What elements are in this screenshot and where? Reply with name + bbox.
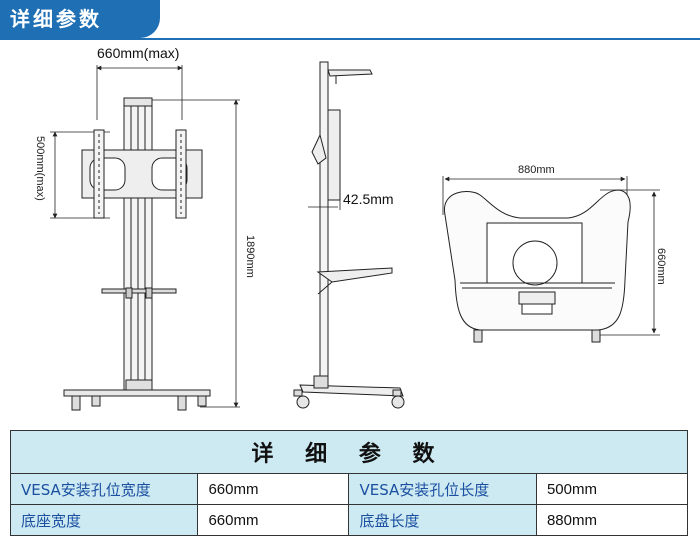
section-title-tab: 详细参数 xyxy=(0,0,160,38)
top-view xyxy=(442,176,660,343)
top-depth-label: 660mm xyxy=(655,248,667,285)
spec-value: 500mm xyxy=(535,473,689,505)
spec-label: 底座宽度 xyxy=(9,504,199,536)
spec-value: 660mm xyxy=(197,473,350,505)
spec-label: 底盘长度 xyxy=(348,504,537,536)
spec-table: 详 细 参 数 VESA安装孔位宽度 660mm VESA安装孔位长度 500m… xyxy=(9,430,689,536)
table-row: VESA安装孔位宽度 660mm VESA安装孔位长度 500mm xyxy=(9,473,689,505)
side-view xyxy=(293,61,405,409)
header-divider xyxy=(0,38,700,40)
front-hole-label: 500mm(max) xyxy=(34,136,46,201)
table-row: 底座宽度 660mm 底盘长度 880mm xyxy=(9,504,689,536)
spec-label: VESA安装孔位长度 xyxy=(348,473,537,505)
spec-value: 880mm xyxy=(535,504,689,536)
front-height-label: 1890mm xyxy=(244,235,256,278)
front-view xyxy=(50,65,240,411)
spec-label: VESA安装孔位宽度 xyxy=(9,473,199,505)
spec-table-title: 详 细 参 数 xyxy=(10,430,688,474)
front-width-label: 660mm(max) xyxy=(97,45,179,61)
side-offset-label: 42.5mm xyxy=(343,191,394,207)
product-drawing: 660mm(max) 500mm(max) 1890mm 42.5mm xyxy=(34,45,667,411)
spec-value: 660mm xyxy=(197,504,350,536)
top-width-label: 880mm xyxy=(518,164,555,176)
